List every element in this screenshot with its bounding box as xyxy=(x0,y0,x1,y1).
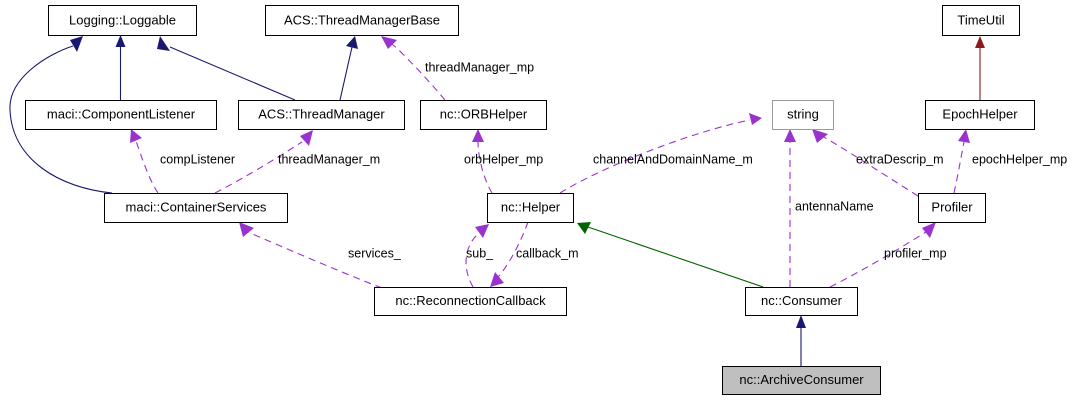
edge-consumer-to-string xyxy=(784,129,796,287)
node-profiler[interactable]: Profiler xyxy=(918,193,986,223)
node-logging-loggable[interactable]: Logging::Loggable xyxy=(48,5,197,36)
edge-orbhelper-to-threadmanagerbase xyxy=(381,36,446,101)
edge-epochhelper-to-timeutil xyxy=(975,36,985,100)
edge-label-threadmanager-m: threadManager_m xyxy=(278,152,380,166)
edge-label-epochhelper-mp: epochHelper_mp xyxy=(972,152,1067,166)
edge-label-channelanddomainname-m: channelAndDomainName_m xyxy=(593,152,753,166)
node-label-logging-loggable: Logging::Loggable xyxy=(69,12,176,27)
node-timeutil[interactable]: TimeUtil xyxy=(942,5,1020,36)
edge-label-group: threadManager_mp compListener threadMana… xyxy=(160,60,1067,260)
node-nc-helper[interactable]: nc::Helper xyxy=(487,193,574,223)
edge-containerservices-to-threadmanager xyxy=(214,130,313,194)
edge-label-threadmanager-mp: threadManager_mp xyxy=(425,60,534,74)
edge-label-profiler-mp: profiler_mp xyxy=(884,246,947,260)
node-label-nc-archiveconsumer: nc::ArchiveConsumer xyxy=(739,372,864,387)
node-label-maci-componentlistener: maci::ComponentListener xyxy=(47,106,196,121)
edge-reconnectcb-to-helper xyxy=(465,224,489,288)
edge-label-orbhelper-mp: orbHelper_mp xyxy=(464,152,543,166)
edge-label-sub: sub_ xyxy=(466,246,494,260)
edge-archiveconsumer-to-consumer xyxy=(796,315,806,366)
node-label-nc-helper: nc::Helper xyxy=(501,199,561,214)
edge-label-services: services_ xyxy=(348,246,402,260)
node-string[interactable]: string xyxy=(772,100,834,130)
node-group: Logging::Loggable ACS::ThreadManagerBase… xyxy=(25,5,1035,395)
node-epochhelper[interactable]: EpochHelper xyxy=(925,100,1035,130)
node-label-acs-threadmanager: ACS::ThreadManager xyxy=(258,106,385,121)
edge-helper-to-string xyxy=(559,113,762,194)
edge-helper-to-reconnectcb xyxy=(490,221,529,287)
node-nc-orbhelper[interactable]: nc::ORBHelper xyxy=(420,100,547,130)
edge-consumer-to-profiler xyxy=(829,222,936,288)
node-label-acs-threadmanagerbase: ACS::ThreadManagerBase xyxy=(284,12,440,27)
edge-label-callback-m: callback_m xyxy=(516,246,579,260)
edge-group-usage xyxy=(130,36,970,289)
node-nc-archiveconsumer[interactable]: nc::ArchiveConsumer xyxy=(722,366,881,395)
edge-threadmanager-to-loggable xyxy=(157,36,296,101)
node-maci-containerservices[interactable]: maci::ContainerServices xyxy=(104,193,288,223)
node-label-string: string xyxy=(787,106,819,121)
node-label-nc-reconnectioncallback: nc::ReconnectionCallback xyxy=(395,293,546,308)
edge-helper-to-orbhelper xyxy=(472,129,493,194)
edge-containerservices-to-loggable xyxy=(9,36,113,194)
edge-componentlistener-to-loggable xyxy=(115,35,126,100)
node-acs-threadmanagerbase[interactable]: ACS::ThreadManagerBase xyxy=(265,5,459,36)
node-maci-componentlistener[interactable]: maci::ComponentListener xyxy=(25,100,217,130)
edge-threadmanager-to-threadmanagerbase xyxy=(339,36,358,101)
node-label-profiler: Profiler xyxy=(931,199,973,214)
node-acs-threadmanager[interactable]: ACS::ThreadManager xyxy=(238,100,405,130)
node-label-nc-consumer: nc::Consumer xyxy=(761,293,843,308)
edge-group-inheritance xyxy=(9,35,985,366)
edge-label-extradescrip-m: extraDescrip_m xyxy=(856,152,944,166)
node-nc-consumer[interactable]: nc::Consumer xyxy=(745,287,858,316)
node-nc-reconnectioncallback[interactable]: nc::ReconnectionCallback xyxy=(374,287,567,316)
node-label-maci-containerservices: maci::ContainerServices xyxy=(126,199,267,214)
edge-reconnectcb-to-containerservices xyxy=(239,222,383,289)
edge-label-antennaname: antennaName xyxy=(795,199,874,213)
node-label-nc-orbhelper: nc::ORBHelper xyxy=(440,106,528,121)
edge-consumer-to-helper xyxy=(577,222,764,288)
edge-profiler-to-string xyxy=(812,129,919,197)
edge-profiler-to-epochhelper xyxy=(953,129,970,194)
edge-containerservices-to-componentlistener xyxy=(130,129,159,194)
edge-label-complistener: compListener xyxy=(160,152,235,166)
node-label-epochhelper: EpochHelper xyxy=(942,106,1018,121)
node-label-timeutil: TimeUtil xyxy=(957,12,1004,27)
